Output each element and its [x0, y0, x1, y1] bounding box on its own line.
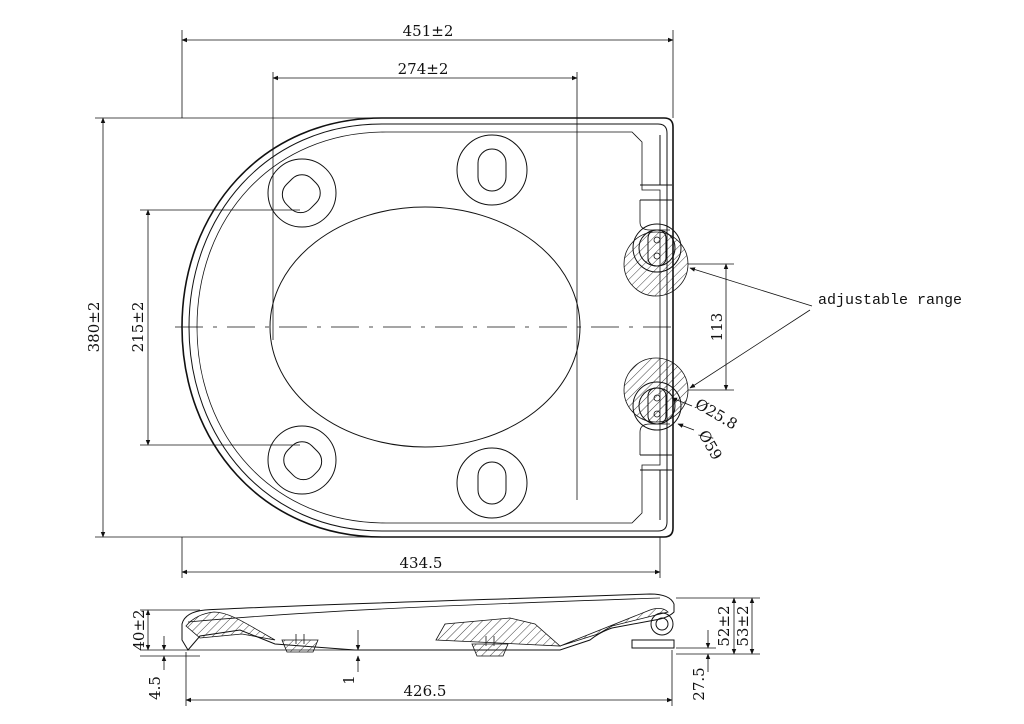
bottom-notch: [640, 454, 672, 520]
dim-hinge-distance: 113: [708, 313, 726, 342]
hinge-top: [623, 223, 689, 297]
seat-profile-top: [187, 597, 661, 623]
seat-outline-3: [196, 131, 661, 524]
seat-hatch-top: [559, 608, 669, 647]
note-adjustable-range: adjustable range: [818, 292, 962, 309]
seat-outer-outline: [181, 117, 674, 538]
side-view: 40±2 4.5 1 426.5 27.5 52±2 53±2: [130, 593, 760, 706]
bracket-top: [639, 200, 670, 231]
top-view: 451±2 274±2 380±2 215±2 434.5 113 adjust…: [85, 22, 962, 578]
hinge-bottom: [623, 357, 689, 431]
dim-foot-height: 4.5: [146, 676, 164, 700]
dim-diameter-large: Ø59: [695, 427, 726, 463]
dim-hole-spacing-width: 274±2: [398, 60, 449, 78]
seat-hatch-left: [185, 611, 276, 641]
dim-hinge-height: 27.5: [690, 667, 708, 700]
hinge-side: [631, 612, 675, 649]
buffer-left-side: [281, 634, 319, 653]
buffer-top-left: [267, 158, 337, 228]
dim-height-b: 53±2: [734, 605, 752, 646]
dim-overall-length: 380±2: [85, 302, 103, 353]
seat-outline-2: [188, 123, 668, 532]
buffer-bottom-right: [456, 447, 528, 519]
dim-length: 426.5: [404, 682, 447, 700]
dim-diameter-small: Ø25.8: [692, 395, 741, 433]
bracket-bottom: [639, 423, 670, 455]
dim-hole-spacing-length: 215±2: [129, 302, 147, 353]
dim-seat-height: 40±2: [130, 609, 148, 650]
buffer-top-right: [456, 134, 528, 206]
top-notch: [640, 135, 672, 201]
dim-overall-width: 451±2: [403, 22, 454, 40]
seat-profile: [181, 593, 675, 651]
seat-hatch-right: [435, 617, 562, 647]
buffer-right-side: [471, 636, 509, 657]
dim-gap: 1: [340, 675, 358, 685]
dim-bottom-width: 434.5: [400, 554, 443, 572]
dim-height-a: 52±2: [715, 605, 733, 646]
buffer-bottom-left: [267, 425, 337, 495]
